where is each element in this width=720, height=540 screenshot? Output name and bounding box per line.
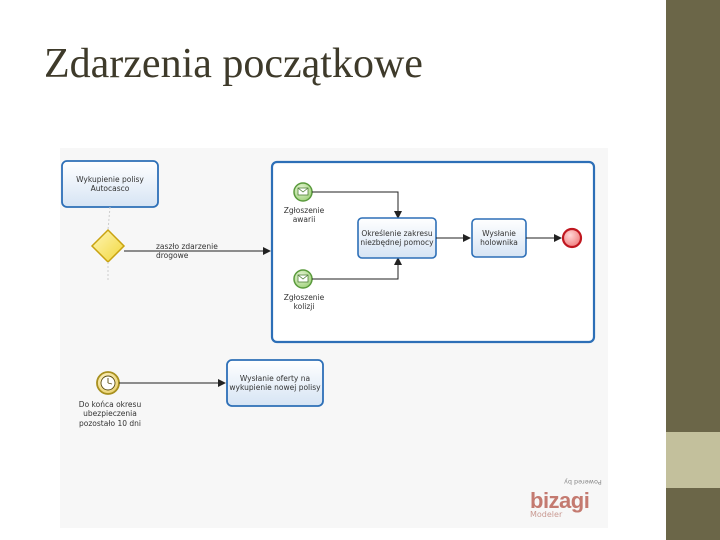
end-event[interactable] [561, 227, 583, 249]
task-determine-scope-label: Określenie zakresu niezbędnej pomocy [360, 228, 434, 247]
task-send-offer[interactable] [226, 359, 324, 407]
sidebar-decoration-dark-bottom [666, 488, 720, 540]
watermark-product: Modeler [530, 510, 563, 519]
flow-collision-to-scope [312, 257, 402, 280]
sidebar-decoration-light [666, 432, 720, 488]
task-buy-policy-label: Wykupienie polisy Autocasco [76, 174, 144, 193]
watermark-powered-text: Powered by [564, 478, 602, 486]
timer-event-label: Do końca okresu ubezpieczenia pozostało … [78, 400, 142, 428]
task-send-tow-label: Wysłanie holownika [480, 228, 518, 247]
slide-title: Zdarzenia początkowe [44, 41, 423, 87]
exclusive-gateway[interactable] [90, 228, 126, 264]
bizagi-watermark: Powered by bizagi Modeler [522, 478, 602, 522]
gateway-condition-label: zaszło zdarzenie drogowe [156, 242, 218, 261]
event-accident-label: Zgłoszenie awarii [283, 206, 325, 225]
bpmn-diagram: Wykupienie polisy Autocasco Określenie z… [60, 148, 608, 528]
association-line [107, 206, 111, 231]
watermark-brand: bizagi [530, 488, 590, 513]
event-collision-label: Zgłoszenie kolizji [283, 293, 325, 312]
flow-accident-to-scope [312, 191, 402, 219]
diagram-canvas [61, 160, 596, 407]
sidebar-decoration-dark [666, 0, 720, 432]
task-send-offer-label: Wysłanie oferty na wykupienie nowej poli… [229, 373, 321, 392]
